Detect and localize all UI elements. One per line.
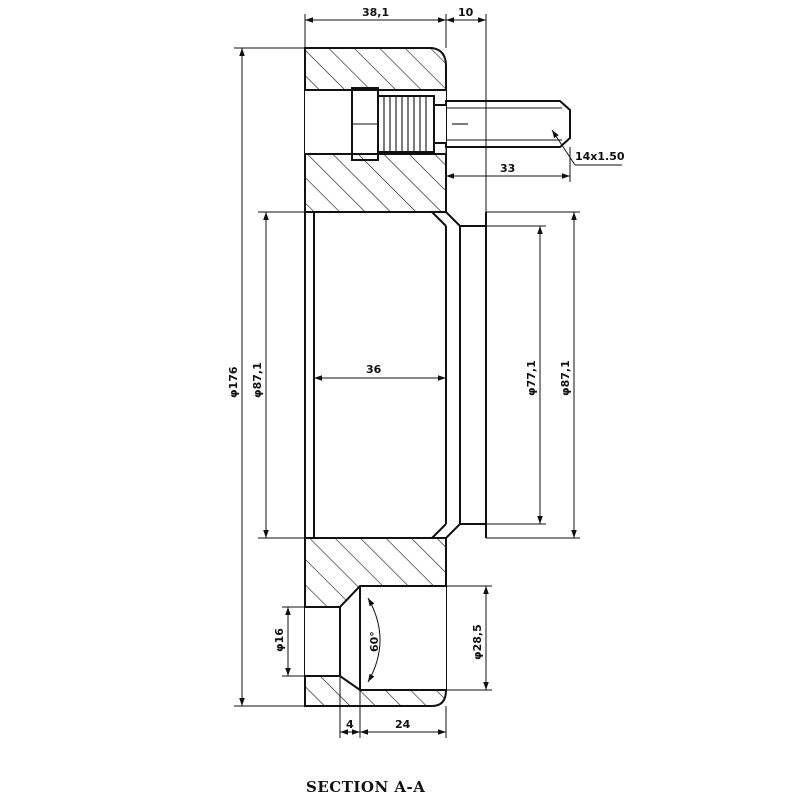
label-28-5: φ28,5 bbox=[471, 624, 484, 660]
dim-spigot-right: φ87,1 bbox=[486, 211, 580, 539]
label-36: 36 bbox=[366, 363, 382, 376]
dim-counterbore: φ28,5 bbox=[446, 585, 492, 691]
label-176: φ176 bbox=[227, 366, 240, 398]
dim-small-hole: φ16 bbox=[273, 606, 305, 677]
section-caption: SECTION A-A bbox=[306, 778, 425, 796]
label-60: 60° bbox=[368, 631, 381, 652]
thread-callout: 14x1.50 bbox=[551, 129, 625, 166]
dim-bore-left: φ87,1 bbox=[251, 211, 305, 539]
label-87-1-left: φ87,1 bbox=[251, 362, 264, 398]
label-10: 10 bbox=[458, 6, 474, 19]
dim-outer-diameter: φ176 bbox=[227, 47, 305, 707]
dim-stud-length: 33 bbox=[445, 147, 571, 182]
dim-bore-depth: 36 bbox=[314, 363, 446, 381]
label-33: 33 bbox=[500, 162, 515, 175]
label-24: 24 bbox=[395, 718, 411, 731]
label-38-1: 38,1 bbox=[362, 6, 389, 19]
hub-outline bbox=[304, 211, 487, 539]
stud-bore bbox=[305, 90, 446, 154]
knurl-lines bbox=[383, 96, 427, 152]
dim-inner-right: φ77,1 bbox=[486, 225, 546, 525]
dim-spigot: 10 bbox=[446, 6, 487, 212]
label-thread: 14x1.50 bbox=[575, 150, 625, 163]
dim-top-flange: 38,1 bbox=[304, 6, 447, 48]
label-16: φ16 bbox=[273, 628, 286, 652]
label-87-1-right: φ87,1 bbox=[559, 360, 572, 396]
stud-thread bbox=[433, 100, 571, 148]
label-4: 4 bbox=[346, 718, 354, 731]
label-77-1: φ77,1 bbox=[525, 360, 538, 396]
dim-counterbore-depth: 4 24 bbox=[339, 676, 447, 738]
dim-chamfer-angle: 60° bbox=[367, 597, 381, 683]
